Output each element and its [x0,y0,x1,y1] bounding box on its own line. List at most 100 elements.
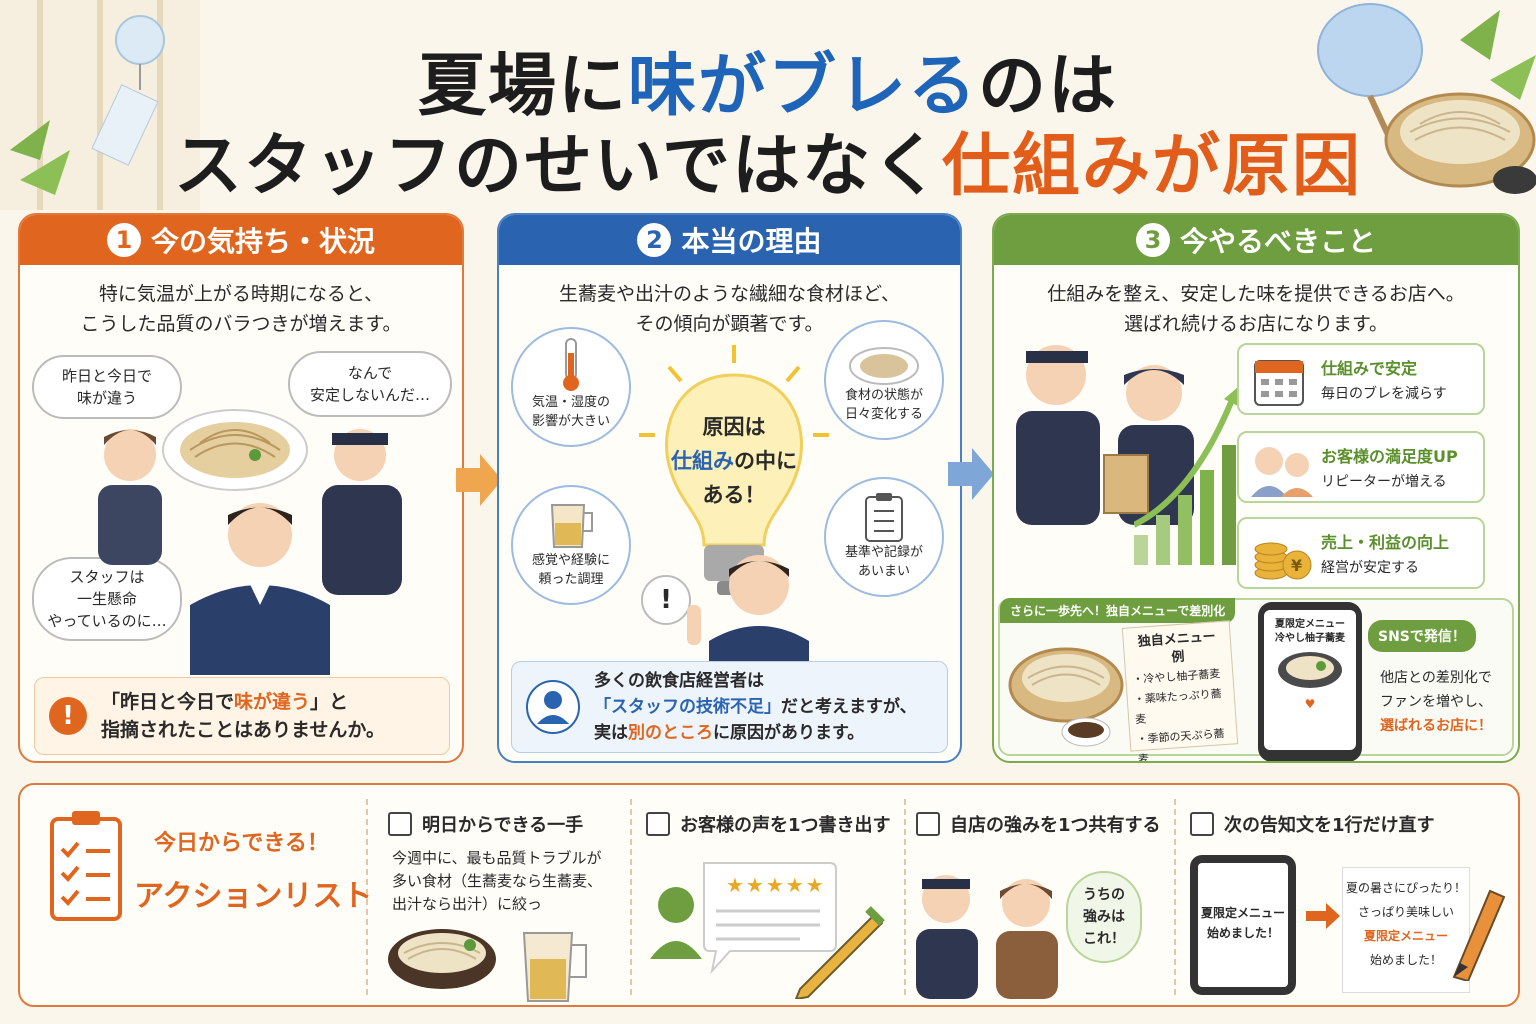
panel-intro: 特に気温が上がる時期になると、 こうした品質のバラつきが増えます。 [20,279,462,339]
action-item-rewrite-announcement[interactable]: 次の告知文を1行だけ直す [1190,811,1435,837]
growth-chart-illustration [1134,387,1240,565]
action-item-one-step[interactable]: 明日からできる一手 [388,811,583,837]
soba-plate-icon [849,347,919,385]
soba-bowl-and-broth-icon [388,929,587,1002]
intro-line: 生蕎麦や出汁のような繊細な食材ほど、 [558,283,901,305]
bubble-line: うちの [1083,887,1125,903]
section-tag: さらに一歩先へ！独自メニューで差別化 [1000,598,1236,623]
bulb-line: ある！ [702,483,766,507]
reason-line: 頼った調理 [538,572,604,587]
menu-card: 独自メニュー 例 ・冷やし柚子蕎麦 ・薬味たっぷり蕎麦 ・季節の天ぷら蕎麦 [1121,620,1239,761]
before-text: 始めました！ [1206,926,1279,940]
thought-bubble-taste: 昨日と今日で味が違う [32,355,182,419]
panel-header: 1 今の気持ち・状況 [20,215,462,265]
result-title: 仕組みで安定 [1321,359,1418,378]
desc-line: 今週中に、最も品質トラブルが [392,849,602,867]
result-sub: 経営が安定する [1321,560,1419,576]
warning-text: 「昨日と今日で味が違う」と 指摘されたことはありませんか。 [101,688,385,744]
bubble-line: 味が違う [76,389,137,407]
checkbox[interactable] [646,812,670,836]
diff-line: ファンを増やし、 [1380,694,1492,710]
phone-text: 夏限定メニュー [1275,619,1345,630]
info-line: 多くの飲食店経営者は [594,671,764,691]
action-title-main: アクションリスト [134,879,373,914]
warn-line: 指摘されたことはありませんか。 [101,719,386,741]
yen-symbol: ¥ [1291,556,1303,575]
bubble-line: 安定しないんだ… [309,386,430,404]
info-part: に原因があります。 [713,723,865,743]
exclamation-bubble: ! [641,575,691,625]
thought-bubble-staff: スタッフは一生懸命やっているのに… [32,557,182,641]
wind-chime-bamboo-decoration [0,0,200,210]
action-column-divider [630,799,632,995]
reason-intuition-cooking: 感覚や経験に 頼った調理 [511,485,631,605]
desc-line: 出汁なら出汁）に絞っ [392,895,543,913]
reason-line: 影響が大きい [531,414,610,429]
differentiation-text: 他店との差別化で ファンを増やし、 選ばれるお店に！ [1380,666,1492,738]
checkbox[interactable] [1190,812,1214,836]
checkbox[interactable] [916,812,940,836]
action-item-share-strength[interactable]: 自店の強みを1つ共有する [916,811,1161,837]
arrow-right-icon [1306,903,1340,929]
result-card-stability: 仕組みで安定 毎日のブレを減らす [1237,343,1485,415]
reason-temperature: 気温・湿度の 影響が大きい [511,327,631,447]
manager-pointing-illustration [687,555,809,665]
worried-staff-illustration [98,429,402,675]
happy-staff-illustration [1016,345,1194,525]
result-sub: リピーターが増える [1321,474,1447,490]
exclamation-icon: ! [49,697,87,735]
result-card-satisfaction: お客様の満足度UP リピーターが増える [1237,431,1485,503]
bubble-line: 昨日と今日で [61,367,152,385]
reason-standards-unclear: 基準や記録が あいまい [824,477,944,597]
action-description: 今週中に、最も品質トラブルが 多い食材（生蕎麦なら生蕎麦、 出汁なら出汁）に絞っ [392,847,632,916]
title-highlight-orange: 仕組みが原因 [941,127,1362,206]
reason-line: 気温・湿度の [531,395,610,410]
action-item-customer-voice[interactable]: お客様の声を1つ書き出す [646,811,891,837]
rating-stars: ★★★★★ [726,873,826,897]
intro-line: 特に気温が上がる時期になると、 [98,283,384,305]
result-sub: 毎日のブレを減らす [1321,386,1447,402]
reason-line: 食材の状態が [844,388,923,403]
checkbox[interactable] [388,812,412,836]
page-title-line1: 夏場に味がブレるのは [0,30,1536,129]
customers-icon [1251,447,1313,497]
zaru-soba-illustration [1008,647,1124,747]
panel-current-situation: 1 今の気持ち・状況 特に気温が上がる時期になると、 こうした品質のバラつきが増… [18,213,464,763]
diff-line: 他店との差別化で [1380,670,1492,686]
clipboard-checklist-icon [50,811,122,921]
person-icon [526,680,580,734]
intro-line: 仕組みを整え、安定した味を提供できるお店へ。 [1047,283,1465,305]
info-part: 実は [594,723,628,743]
smartphone-post: 夏限定メニュー 冷やし柚子蕎麦 ♥ [1258,602,1362,761]
reason-line: あいまい [857,564,910,579]
thermometer-icon [563,338,579,391]
info-highlight: 別のところ [628,723,713,743]
diff-highlight: 選ばれるお店に！ [1380,718,1492,734]
warning-callout: ! 「昨日と今日で味が違う」と 指摘されたことはありませんか。 [34,677,450,755]
action-label: 自店の強みを1つ共有する [950,815,1161,836]
panel-real-reason: 2 本当の理由 生蕎麦や出汁のような繊細な食材ほど、 その傾向が顕著です。 原因… [497,213,962,763]
page-title-line2: スタッフのせいではなく仕組みが原因 [0,110,1536,209]
after-text: さっぱり美味しい [1357,905,1454,919]
bubble-line: これ！ [1083,931,1125,947]
calendar-icon [1254,360,1304,406]
action-label: 明日からできる一手 [422,815,584,836]
reason-line: 感覚や経験に [531,553,610,568]
clipboard-icon [865,493,903,542]
action-list-panel: 今日からできる！ アクションリスト 明日からできる一手 今週中に、最も品質トラブ… [18,783,1520,1007]
after-text: 夏の暑さにぴったり！ [1345,881,1466,895]
title-part: 夏場に [417,47,628,126]
bulb-highlight: 仕組み [671,449,734,473]
panel-intro: 仕組みを整え、安定した味を提供できるお店へ。 選ばれ続けるお店になります。 [994,279,1518,339]
bubble-line: なんで [347,364,393,382]
result-title: 売上・利益の向上 [1321,533,1450,552]
soba-photo-icon [1278,652,1342,688]
intro-line: 選ばれ続けるお店になります。 [1123,313,1389,335]
arrow-right-icon [948,448,994,500]
panel-title: 本当の理由 [681,225,822,258]
fan-soba-decoration [1317,3,1536,194]
reason-line: 基準や記録が [844,545,923,560]
tablet-before: 夏限定メニュー 始めました！ [1190,855,1296,995]
bubble-line: 強みは [1083,909,1125,925]
title-part: のは [978,47,1119,126]
